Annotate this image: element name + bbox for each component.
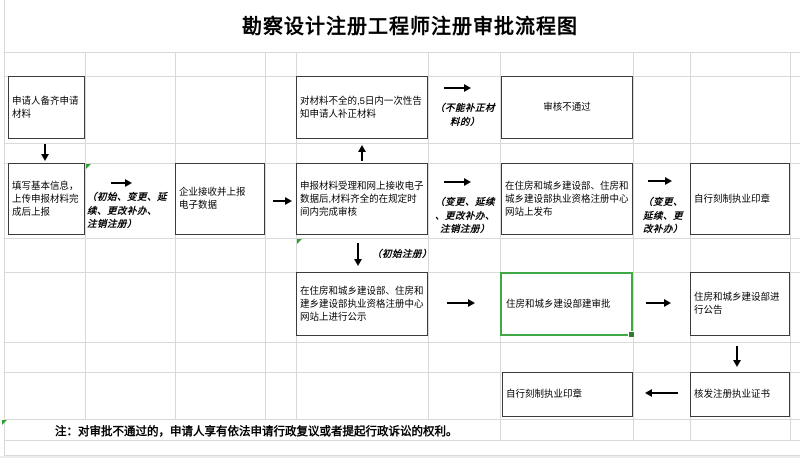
arrow-right-accept-to-publish xyxy=(444,178,471,186)
gridline xyxy=(500,52,501,440)
flow-label-change-types: （变更、延续 、更改补办、 注销注册） xyxy=(434,197,495,235)
flow-box-make-seal-top[interactable]: 自行刻制执业印章 xyxy=(690,163,790,235)
flow-label-cannot-supplement: （不能补正材 料的） xyxy=(434,103,495,128)
flow-box-issue-cert[interactable]: 核发注册执业证书 xyxy=(690,372,790,417)
arrow-right-publicity-to-approval xyxy=(447,299,475,307)
flow-box-moh-approval[interactable]: 住房和城乡建设部建审批 xyxy=(500,272,635,338)
footnote: 注：对审批不通过的，申请人享有依法申请行政复议或者提起行政诉讼的权利。 xyxy=(55,426,458,438)
flow-box-review-fail[interactable]: 审核不通过 xyxy=(501,76,633,139)
flow-box-publish-online[interactable]: 在住房和城乡建设部、住房和 城乡建设部执业资格注册中心 网站上发布 xyxy=(501,163,633,235)
flow-box-fill-info[interactable]: 填写基本信息， 上传申报材料完 成后上报 xyxy=(8,163,85,235)
flow-box-incomplete-notice[interactable]: 对材料不全的,5日内一次性告 知申请人补正材料 xyxy=(296,76,428,139)
page-title: 勘察设计注册工程师注册审批流程图 xyxy=(242,16,578,38)
gridline xyxy=(4,440,800,441)
gridline xyxy=(175,52,176,419)
gridline xyxy=(4,238,800,239)
gridline xyxy=(633,52,634,440)
flow-box-enterprise-upload[interactable]: 企业接收并上报 电子数据 xyxy=(175,163,265,235)
flow-box-announcement[interactable]: 住房和城乡建设部进 行公告 xyxy=(690,272,790,336)
flow-box-publicity[interactable]: 在住房和城乡建设部、住房和 建乡建设部执业资格注册中心 网站上进行公示 xyxy=(296,272,428,336)
flow-label-all-registration-types: （初始、变更、延 续、更改补办、 注销注册） xyxy=(87,192,168,230)
gridline xyxy=(4,52,800,53)
flow-label-initial-registration: （初始注册） xyxy=(372,249,433,260)
gridline xyxy=(4,372,800,373)
gridline xyxy=(85,52,86,419)
gridline xyxy=(690,52,691,440)
gridline xyxy=(265,52,266,419)
arrow-right-fill-to-enterprise xyxy=(111,179,132,187)
gridline xyxy=(428,52,429,419)
arrow-down-prepare-to-fill xyxy=(41,144,49,161)
arrow-right-approval-to-announcement xyxy=(646,299,671,307)
arrow-right-incomplete-to-fail xyxy=(444,84,471,92)
flow-box-accept-review[interactable]: 申报材料受理和网上接收电子 数据后,材料齐全的在规定时 间内完成审核 xyxy=(296,163,428,235)
flow-box-prepare-materials[interactable]: 申请人备齐申请 材料 xyxy=(8,76,85,139)
cell-error-indicator-icon xyxy=(86,164,91,169)
flow-box-make-seal-bottom[interactable]: 自行刻制执业印章 xyxy=(502,372,633,417)
cell-error-indicator-icon xyxy=(297,239,302,244)
gridline xyxy=(4,143,800,144)
flow-box-moh-approval-label: 住房和城乡建设部建审批 xyxy=(506,298,611,310)
selection-fill-handle[interactable] xyxy=(628,331,635,338)
flow-label-change-three-types: （变更、 延续、更 改补办） xyxy=(642,197,683,235)
gridline xyxy=(4,419,800,420)
gridline xyxy=(4,0,5,455)
arrow-right-enterprise-to-accept xyxy=(273,197,292,205)
arrow-right-publish-to-seal xyxy=(648,177,672,185)
gridline xyxy=(4,342,800,343)
gridline xyxy=(790,52,791,440)
arrow-left-cert-to-seal xyxy=(645,389,678,397)
arrow-down-announcement-to-cert xyxy=(733,346,741,367)
gridline xyxy=(296,52,297,419)
cell-error-indicator-icon xyxy=(2,420,7,425)
arrow-up-accept-to-incomplete xyxy=(358,145,366,161)
sheet-bottom-edge xyxy=(0,456,800,458)
arrow-down-accept-to-publicity xyxy=(354,243,362,266)
gridline xyxy=(4,455,800,456)
